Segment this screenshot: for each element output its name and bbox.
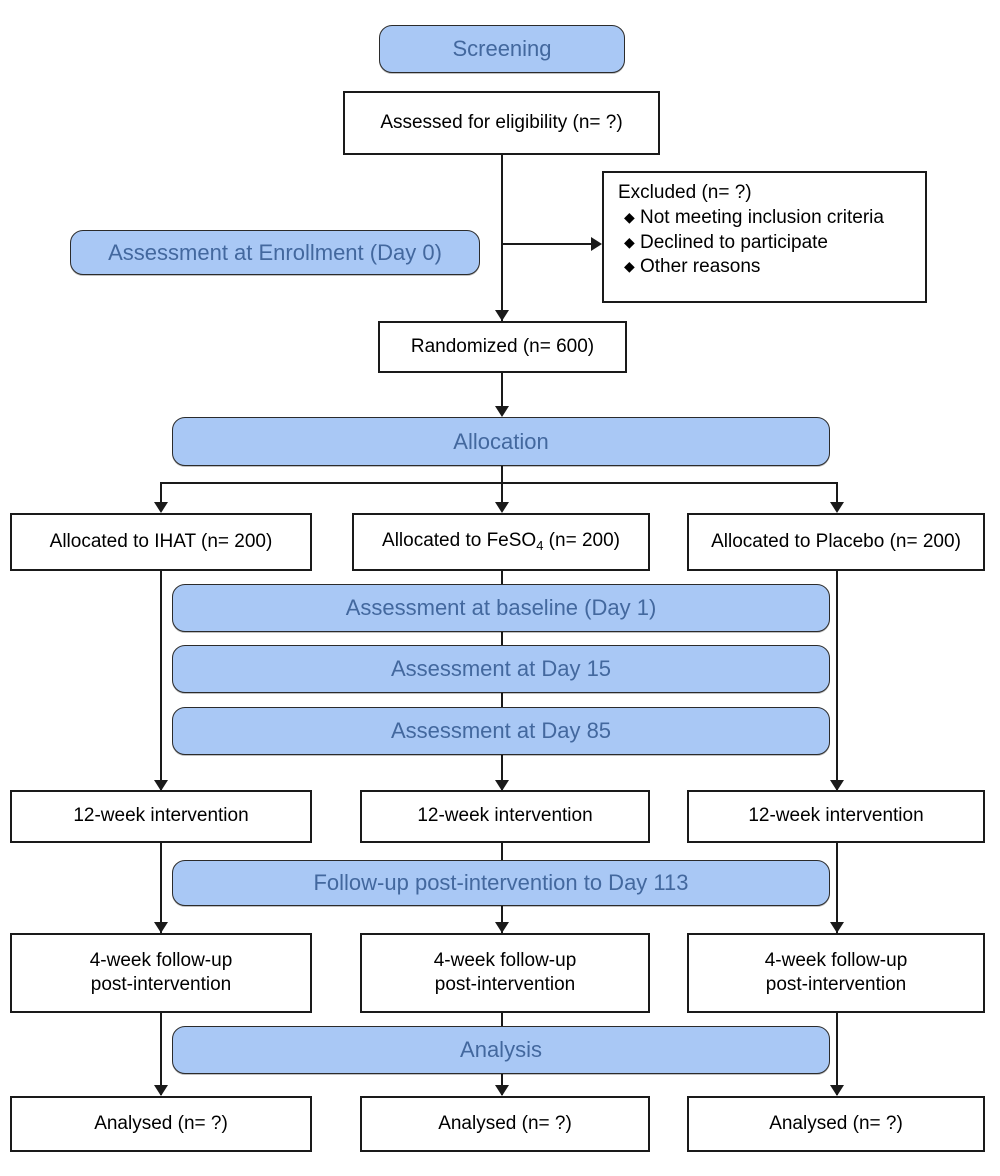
connector-allocation-stem <box>501 466 503 483</box>
intervention-ihat-label: 12-week intervention <box>73 805 249 827</box>
banner-day85-label: Assessment at Day 85 <box>390 718 612 743</box>
allocated-placebo-label: Allocated to Placebo (n= 200) <box>711 530 961 552</box>
connector-allocation-bus <box>160 482 838 484</box>
connector-allocation-mid-drop <box>501 482 503 511</box>
arrowhead-to-arm-1 <box>154 502 168 513</box>
arrowhead-left-to-followup <box>154 922 168 933</box>
box-intervention-placebo: 12-week intervention <box>687 790 985 843</box>
banner-assessment-day85: Assessment at Day 85 <box>172 707 830 755</box>
banner-enrollment: Assessment at Enrollment (Day 0) <box>70 230 480 275</box>
banner-screening-label: Screening <box>452 36 552 61</box>
box-allocated-feso4: Allocated to FeSO4 (n= 200) <box>352 513 650 571</box>
arrowhead-left-to-analysed <box>154 1085 168 1096</box>
box-randomized: Randomized (n= 600) <box>378 321 627 373</box>
rail-right-intervention-to-followup <box>836 843 838 933</box>
arrowhead-to-allocation <box>495 406 509 417</box>
arrowhead-right-to-followup <box>830 922 844 933</box>
diamond-bullet-icon: ◆ <box>624 233 635 250</box>
connector-assessed-to-randomized <box>501 155 503 321</box>
arrowhead-right-to-intervention <box>830 780 844 791</box>
box-analysed-placebo: Analysed (n= ?) <box>687 1096 985 1152</box>
banner-screening: Screening <box>379 25 625 73</box>
arrowhead-to-arm-2 <box>495 502 509 513</box>
arrowhead-mid-to-intervention <box>495 780 509 791</box>
arrowhead-to-arm-3 <box>830 502 844 513</box>
diamond-bullet-icon: ◆ <box>624 257 635 274</box>
box-analysed-feso4: Analysed (n= ?) <box>360 1096 650 1152</box>
rail-right-alloc-to-intervention <box>836 571 838 790</box>
box-allocated-placebo: Allocated to Placebo (n= 200) <box>687 513 985 571</box>
arrowhead-to-excluded <box>591 237 602 251</box>
assessed-label: Assessed for eligibility (n= ?) <box>380 111 623 133</box>
banner-allocation: Allocation <box>172 417 830 466</box>
banner-baseline-label: Assessment at baseline (Day 1) <box>345 595 657 620</box>
banner-day15-label: Assessment at Day 15 <box>390 656 612 681</box>
connector-allocation-right-drop <box>836 482 838 511</box>
banner-analysis: Analysis <box>172 1026 830 1074</box>
intervention-placebo-label: 12-week intervention <box>748 805 924 827</box>
arrowhead-mid-to-analysed <box>495 1085 509 1096</box>
rail-right-followup-to-analysed <box>836 1013 838 1095</box>
diamond-bullet-icon: ◆ <box>624 209 635 226</box>
banner-allocation-label: Allocation <box>453 428 549 454</box>
banner-followup-label: Follow-up post-intervention to Day 113 <box>313 870 689 895</box>
analysed-placebo-label: Analysed (n= ?) <box>769 1112 903 1134</box>
randomized-label: Randomized (n= 600) <box>410 335 595 357</box>
banner-analysis-label: Analysis <box>460 1037 542 1062</box>
excluded-reason-0: ◆Not meeting inclusion criteria <box>624 207 884 229</box>
connector-to-excluded <box>501 243 593 245</box>
arrowhead-mid-to-followup <box>495 922 509 933</box>
rail-left-intervention-to-followup <box>160 843 162 933</box>
analysed-ihat-label: Analysed (n= ?) <box>94 1112 228 1134</box>
allocated-feso4-label: Allocated to FeSO4 (n= 200) <box>382 530 620 554</box>
analysed-feso4-label: Analysed (n= ?) <box>438 1112 572 1134</box>
banner-followup: Follow-up post-intervention to Day 113 <box>172 860 830 906</box>
connector-allocation-left-drop <box>160 482 162 511</box>
box-analysed-ihat: Analysed (n= ?) <box>10 1096 312 1152</box>
box-assessed-for-eligibility: Assessed for eligibility (n= ?) <box>343 91 660 155</box>
arrowhead-left-to-intervention <box>154 780 168 791</box>
box-intervention-ihat: 12-week intervention <box>10 790 312 843</box>
banner-enrollment-label: Assessment at Enrollment (Day 0) <box>108 239 442 265</box>
excluded-reason-1: ◆Declined to participate <box>624 231 828 253</box>
banner-assessment-day15: Assessment at Day 15 <box>172 645 830 693</box>
box-allocated-ihat: Allocated to IHAT (n= 200) <box>10 513 312 571</box>
allocated-ihat-label: Allocated to IHAT (n= 200) <box>49 530 273 552</box>
excluded-title: Excluded (n= ?) <box>618 182 752 203</box>
connector-randomized-to-allocation <box>501 373 503 415</box>
arrowhead-right-to-analysed <box>830 1085 844 1096</box>
box-excluded: Excluded (n= ?) ◆Not meeting inclusion c… <box>602 171 927 303</box>
arrowhead-to-randomized <box>495 310 509 321</box>
rail-left-alloc-to-intervention <box>160 571 162 790</box>
banner-assessment-baseline: Assessment at baseline (Day 1) <box>172 584 830 632</box>
box-intervention-feso4: 12-week intervention <box>360 790 650 843</box>
intervention-feso4-label: 12-week intervention <box>417 805 593 827</box>
rail-left-followup-to-analysed <box>160 1013 162 1095</box>
excluded-reason-2: ◆Other reasons <box>624 255 761 277</box>
